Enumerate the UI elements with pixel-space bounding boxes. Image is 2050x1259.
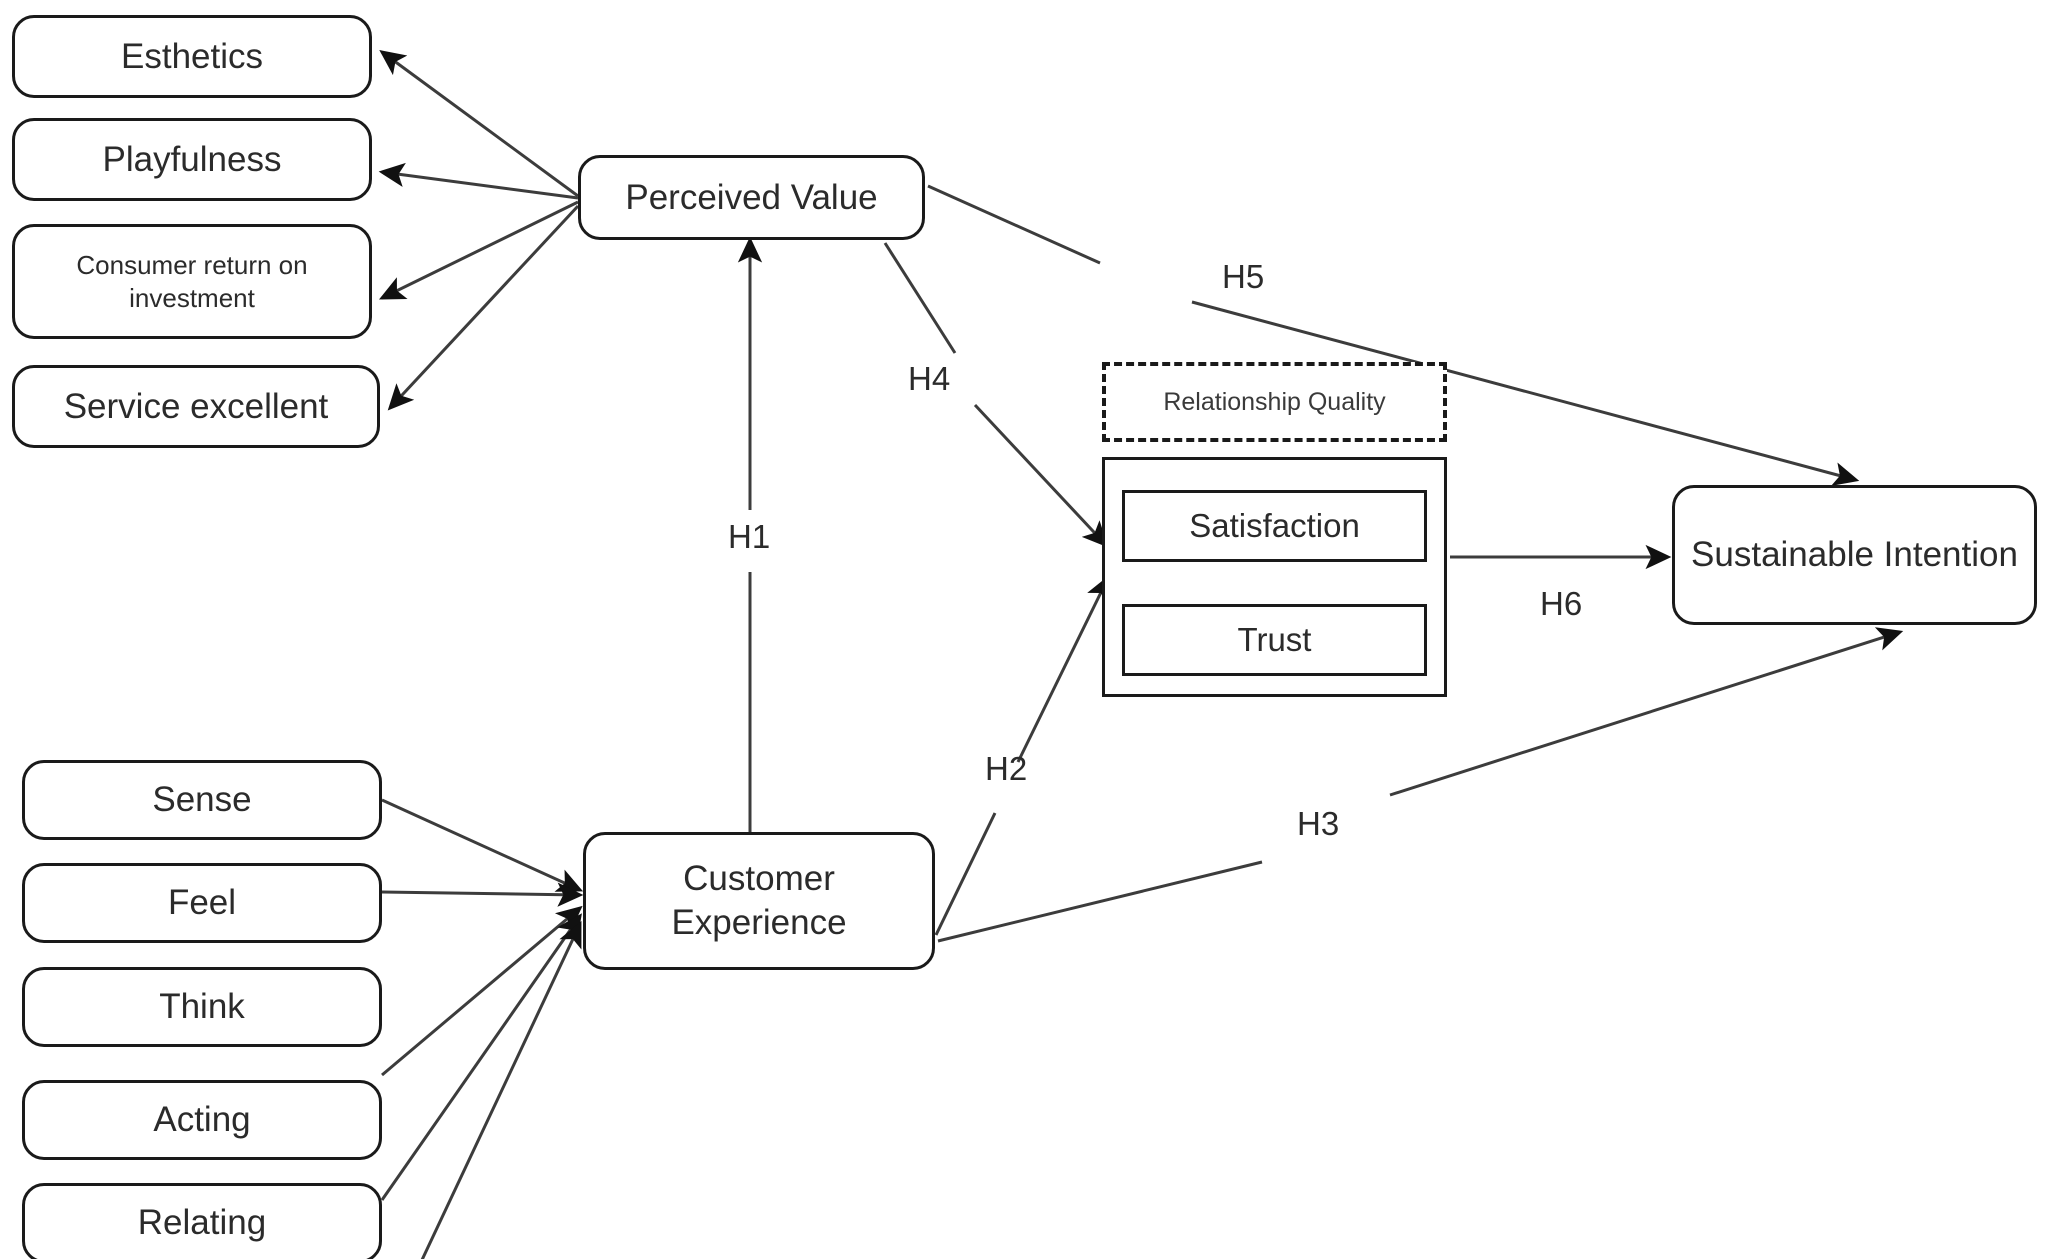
hypothesis-label-h5: H5 xyxy=(1222,258,1265,295)
node-relationship-quality[interactable]: Relationship Quality xyxy=(1102,362,1447,442)
node-sustainable-intention-label: Sustainable Intention xyxy=(1691,535,2018,575)
hypothesis-label-h4: H4 xyxy=(908,360,951,397)
node-think-label: Think xyxy=(159,987,245,1027)
node-satisfaction[interactable]: Satisfaction xyxy=(1122,490,1427,562)
node-sustainable-intention[interactable]: Sustainable Intention xyxy=(1672,485,2037,625)
hypothesis-label-h3: H3 xyxy=(1297,805,1340,842)
node-service-excellent[interactable]: Service excellent xyxy=(12,365,380,448)
hypothesis-label-h6: H6 xyxy=(1540,585,1583,622)
node-satisfaction-label: Satisfaction xyxy=(1189,507,1360,544)
node-customer-experience-label: Customer Experience xyxy=(671,859,847,942)
hypothesis-label-h1: H1 xyxy=(728,518,771,555)
edge-think-ce xyxy=(381,905,583,1077)
node-relating[interactable]: Relating xyxy=(22,1183,382,1259)
node-acting[interactable]: Acting xyxy=(22,1080,382,1160)
node-relating-label: Relating xyxy=(137,1203,267,1243)
node-trust-label: Trust xyxy=(1237,621,1312,658)
edge-pv-consumer-roi xyxy=(378,200,579,300)
edge-pv-esthetics xyxy=(379,50,579,198)
node-trust[interactable]: Trust xyxy=(1122,604,1427,676)
edge-acting-ce xyxy=(380,913,582,1201)
edge-pv-playfulness xyxy=(378,162,579,200)
edge-pv-service-excellent xyxy=(387,204,580,411)
edge-h4-upper xyxy=(883,242,957,354)
node-feel-label: Feel xyxy=(167,883,237,923)
node-sense[interactable]: Sense xyxy=(22,760,382,840)
node-esthetics-label: Esthetics xyxy=(121,36,263,76)
node-esthetics[interactable]: Esthetics xyxy=(12,15,372,98)
node-consumer-return-on-investment-label: Consumer return on investment xyxy=(76,250,308,313)
edge-h4-lower xyxy=(973,403,1109,548)
node-perceived-value[interactable]: Perceived Value xyxy=(578,155,925,240)
edge-relating-ce xyxy=(420,920,582,1259)
node-perceived-value-label: Perceived Value xyxy=(625,177,878,217)
node-sense-label: Sense xyxy=(152,780,252,820)
node-playfulness-label: Playfulness xyxy=(102,139,282,179)
node-think[interactable]: Think xyxy=(22,967,382,1047)
edge-h5-left xyxy=(927,184,1101,265)
node-consumer-return-on-investment[interactable]: Consumer return on investment xyxy=(12,224,372,339)
node-playfulness[interactable]: Playfulness xyxy=(12,118,372,201)
edge-h3-left xyxy=(937,860,1263,943)
edge-sense-ce xyxy=(381,798,584,892)
node-customer-experience[interactable]: Customer Experience xyxy=(583,832,935,970)
node-acting-label: Acting xyxy=(153,1100,251,1140)
hypothesis-label-h2: H2 xyxy=(985,750,1028,787)
node-relationship-quality-label: Relationship Quality xyxy=(1163,387,1386,416)
edge-h3-right xyxy=(1389,627,1904,797)
edge-h2-lower xyxy=(934,812,997,936)
node-feel[interactable]: Feel xyxy=(22,863,382,943)
edge-feel-ce xyxy=(381,882,584,907)
node-service-excellent-label: Service excellent xyxy=(63,386,329,426)
edge-h2-upper xyxy=(1016,574,1110,763)
